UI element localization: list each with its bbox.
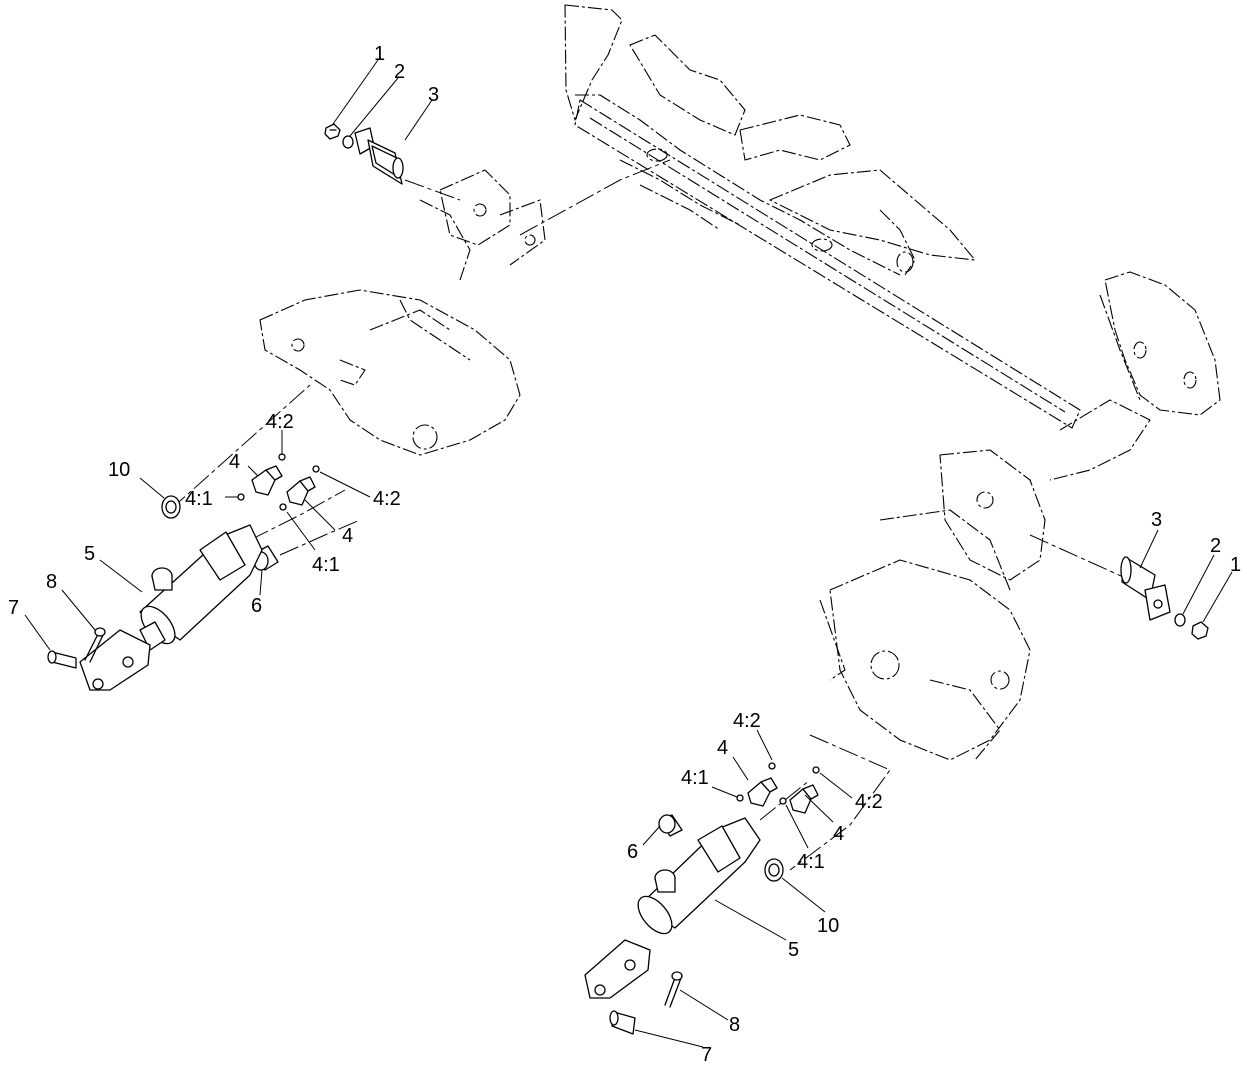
right-pin bbox=[1120, 556, 1171, 621]
callout-left-2: 2 bbox=[394, 61, 405, 83]
right-bushing-10 bbox=[764, 858, 784, 882]
callout-right-4-upper: 4 bbox=[717, 737, 728, 759]
callout-right-6: 6 bbox=[627, 841, 638, 863]
left-washer bbox=[342, 135, 354, 149]
right-bushing-6 bbox=[658, 814, 683, 837]
callout-left-4-2-upper: 4:2 bbox=[266, 411, 294, 433]
callouts-left: 1 2 3 4:2 4 4:1 4:2 4 4:1 10 5 6 8 7 bbox=[8, 43, 439, 619]
callout-left-6: 6 bbox=[251, 595, 262, 617]
left-fitting-upper bbox=[237, 453, 286, 501]
callout-right-5: 5 bbox=[788, 939, 799, 961]
callouts-right: 3 2 1 4:2 4 4:1 4:2 4 4:1 6 10 5 8 7 bbox=[627, 509, 1241, 1066]
left-assembly bbox=[47, 123, 404, 691]
callout-right-7: 7 bbox=[701, 1044, 712, 1066]
left-clevis-pin bbox=[47, 650, 77, 669]
callout-left-1: 1 bbox=[374, 43, 385, 65]
right-hydraulic-cylinder bbox=[637, 817, 761, 935]
right-fitting-upper bbox=[736, 762, 778, 807]
left-fitting-lower bbox=[279, 465, 320, 511]
callout-left-4-upper: 4 bbox=[229, 451, 240, 473]
callout-right-3: 3 bbox=[1151, 509, 1162, 531]
callout-right-4-1-upper: 4:1 bbox=[681, 767, 709, 789]
right-assembly bbox=[584, 556, 1209, 1035]
callout-left-4-2-lower: 4:2 bbox=[373, 488, 401, 510]
right-clevis bbox=[584, 939, 651, 999]
right-hair-pin bbox=[664, 971, 683, 1008]
left-bushing-10 bbox=[161, 495, 181, 519]
leader-lines bbox=[24, 59, 1233, 1048]
callout-left-5: 5 bbox=[84, 543, 95, 565]
callout-left-10: 10 bbox=[108, 459, 130, 481]
callout-left-4-lower: 4 bbox=[342, 525, 353, 547]
left-pin bbox=[354, 127, 404, 185]
frame-phantom bbox=[259, 4, 1221, 761]
callout-right-2: 2 bbox=[1210, 535, 1221, 557]
right-fitting-lower bbox=[779, 766, 820, 814]
left-hair-pin bbox=[84, 627, 106, 663]
callout-left-4-1-upper: 4:1 bbox=[185, 488, 213, 510]
callout-right-1: 1 bbox=[1230, 554, 1241, 576]
callout-left-3: 3 bbox=[428, 84, 439, 106]
callout-right-4-2-upper: 4:2 bbox=[733, 710, 761, 732]
right-washer bbox=[1174, 613, 1186, 627]
callout-right-4-1-lower: 4:1 bbox=[797, 851, 825, 873]
callout-right-10: 10 bbox=[817, 915, 839, 937]
callout-left-8: 8 bbox=[46, 571, 57, 593]
left-hydraulic-cylinder bbox=[139, 524, 263, 651]
left-bolt bbox=[324, 123, 341, 140]
left-clevis bbox=[79, 629, 151, 691]
callout-right-4-lower: 4 bbox=[833, 823, 844, 845]
callout-right-8: 8 bbox=[729, 1014, 740, 1036]
alignment-lines bbox=[169, 159, 1131, 871]
callout-right-4-2-lower: 4:2 bbox=[855, 791, 883, 813]
callout-left-4-1-lower: 4:1 bbox=[312, 554, 340, 576]
right-bolt bbox=[1191, 621, 1209, 640]
callout-left-7: 7 bbox=[8, 597, 19, 619]
right-clevis-pin bbox=[609, 1010, 636, 1035]
